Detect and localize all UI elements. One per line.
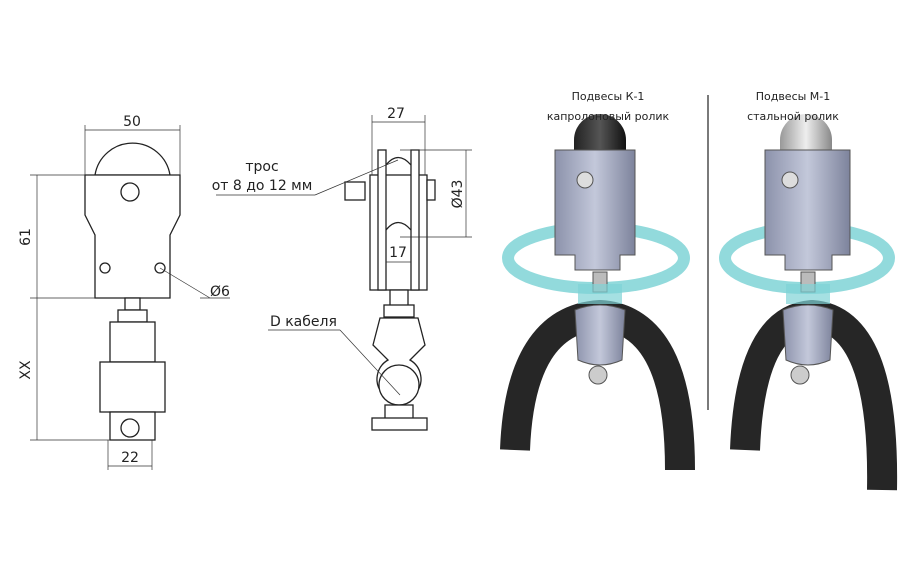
dim-wheel-43: Ø43 bbox=[450, 180, 466, 209]
dim-groove-17: 17 bbox=[389, 245, 407, 261]
render-m1-title: Подвесы М-1 bbox=[756, 90, 831, 103]
front-view: 50 61 Ø6 XX 22 bbox=[18, 114, 230, 470]
dim-hole: Ø6 bbox=[210, 284, 230, 300]
render-m1-subtitle: стальной ролик bbox=[747, 110, 839, 123]
rope-label-line2: от 8 до 12 мм bbox=[212, 178, 313, 194]
render-k1: Подвесы К-1 капролоновый ролик bbox=[500, 90, 695, 471]
dim-height-61: 61 bbox=[18, 228, 34, 246]
render-k1-title: Подвесы К-1 bbox=[572, 90, 645, 103]
side-view: 27 Ø43 17 трос от 8 до 12 мм D кабеля bbox=[212, 106, 472, 431]
dim-length-xx: XX bbox=[18, 360, 34, 380]
cable-diameter-label: D кабеля bbox=[270, 314, 337, 330]
dim-bottom-22: 22 bbox=[121, 450, 139, 466]
dim-width-27: 27 bbox=[387, 106, 405, 122]
render-m1: Подвесы М-1 стальной ролик bbox=[719, 90, 898, 491]
render-k1-subtitle: капролоновый ролик bbox=[547, 110, 670, 123]
dim-width-50: 50 bbox=[123, 114, 141, 130]
rope-label-line1: трос bbox=[245, 159, 278, 175]
